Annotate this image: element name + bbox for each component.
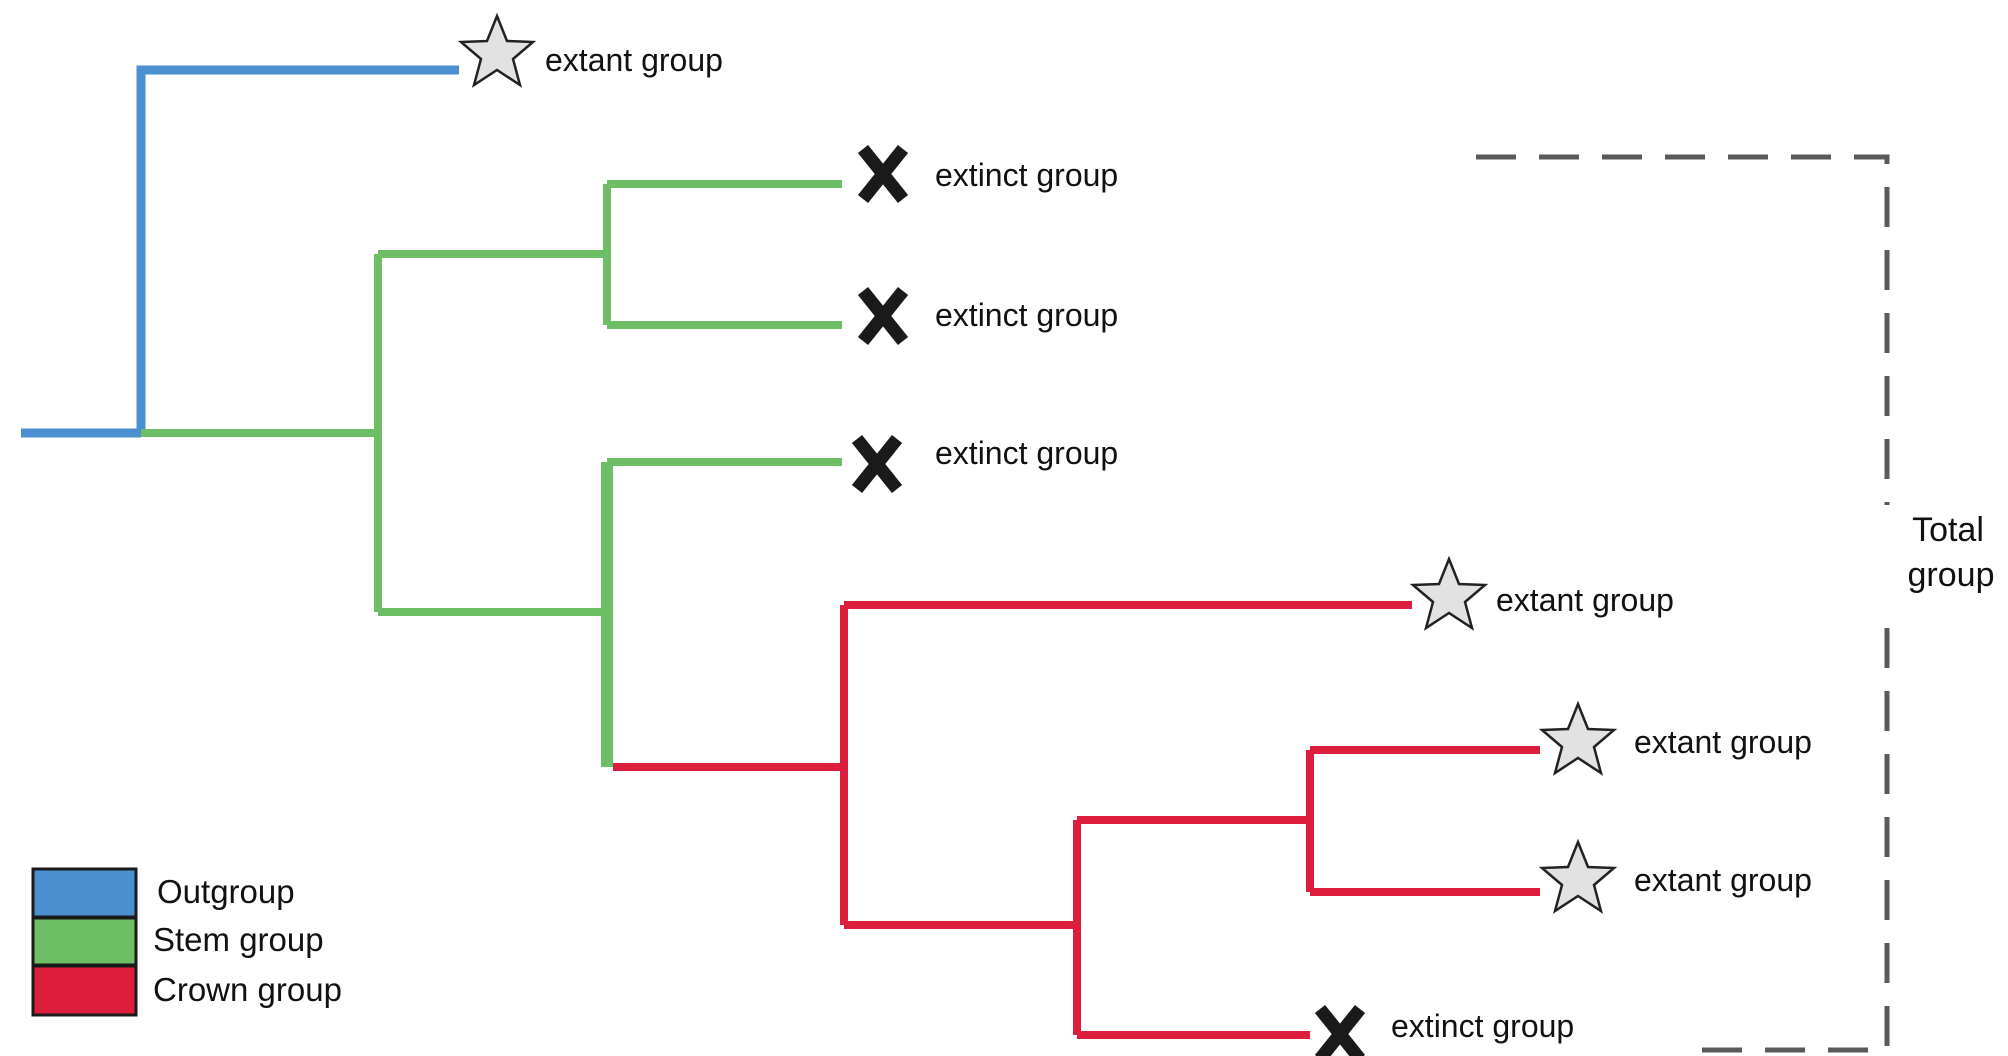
legend-swatch-outgroup	[31, 867, 138, 919]
tip-labels: extant group extinct group extinct group…	[545, 42, 1812, 1044]
tip-label: extant group	[1634, 862, 1812, 898]
cross-icon	[857, 286, 909, 346]
total-group-bracket: Total group	[1476, 154, 1995, 1053]
tip-label: extant group	[1634, 724, 1812, 760]
tip-label: extant group	[1496, 582, 1674, 618]
bracket-label-line1: Total	[1912, 511, 1984, 549]
crown-group-branches	[613, 601, 1540, 1039]
cross-icon	[1314, 1004, 1366, 1056]
stem-group-branches	[141, 180, 842, 616]
outgroup-branch	[136, 65, 459, 433]
outgroup-branches	[21, 65, 459, 438]
tip-label: extinct group	[935, 157, 1118, 193]
star-icon	[1538, 838, 1618, 914]
bracket-label-gap	[1880, 505, 1894, 605]
legend-label-outgroup: Outgroup	[157, 873, 295, 910]
star-icon	[1538, 700, 1618, 776]
tip-label: extant group	[545, 42, 723, 78]
legend-label-stem: Stem group	[153, 921, 324, 958]
legend-swatch-crown	[31, 964, 138, 1017]
tip-label: extinct group	[935, 435, 1118, 471]
star-icon	[457, 12, 537, 88]
cross-icon	[851, 434, 903, 494]
tip-label: extinct group	[1391, 1008, 1574, 1044]
star-icon	[1409, 555, 1489, 631]
legend: Outgroup Stem group Crown group	[31, 867, 342, 1017]
tip-label: extinct group	[935, 297, 1118, 333]
bracket-label-line2: group	[1908, 556, 1995, 594]
tip-icons	[457, 12, 1618, 1056]
legend-label-crown: Crown group	[153, 971, 342, 1008]
cross-icon	[857, 144, 909, 204]
legend-swatch-stem	[31, 916, 138, 967]
